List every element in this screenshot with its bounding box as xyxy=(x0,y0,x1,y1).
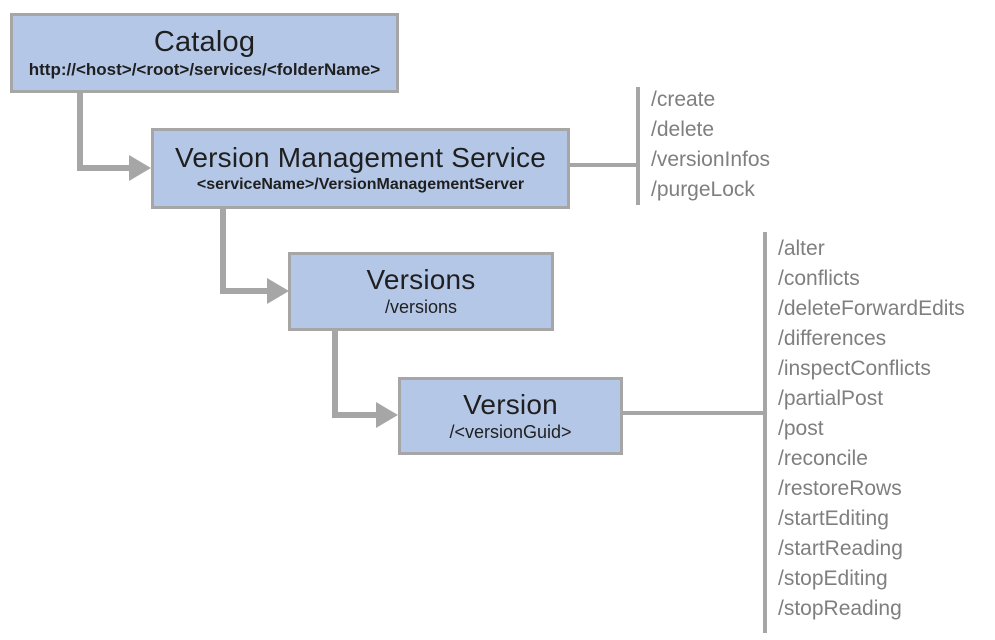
node-version-title: Version xyxy=(463,388,558,420)
operation-label: /delete xyxy=(651,118,715,141)
connector-vms-to-versions-vertical xyxy=(220,207,226,294)
node-catalog-title: Catalog xyxy=(153,25,256,58)
node-vms-title: Version Management Service xyxy=(175,142,546,174)
version-operations-list: /alter/conflicts/deleteForwardEdits/diff… xyxy=(778,234,965,624)
operation-label: /create xyxy=(651,88,716,111)
vms-operations-connector xyxy=(568,163,639,167)
version-operations-connector xyxy=(621,411,766,415)
vms-operations-list: /create/delete/versionInfos/purgeLock xyxy=(651,85,770,205)
node-catalog-subtitle: http://<host>/<root>/services/<folderNam… xyxy=(28,60,381,80)
connector-vms-to-versions-horizontal xyxy=(220,288,269,294)
node-catalog: Catalog http://<host>/<root>/services/<f… xyxy=(10,13,399,93)
node-version: Version /<versionGuid> xyxy=(398,377,623,455)
vms-operations-bracket xyxy=(636,87,640,205)
operation-label: /inspectConflicts xyxy=(778,357,931,380)
operation-label: /deleteForwardEdits xyxy=(778,297,965,320)
operation-label: /stopReading xyxy=(778,597,902,620)
operation-label: /startReading xyxy=(778,537,903,560)
operation-label: /conflicts xyxy=(778,267,860,290)
operation-label: /stopEditing xyxy=(778,567,888,590)
node-version-subtitle: /<versionGuid> xyxy=(449,421,572,442)
node-versions-title: Versions xyxy=(366,264,476,296)
connector-catalog-to-vms-horizontal xyxy=(77,165,131,171)
operation-label: /versionInfos xyxy=(651,148,771,171)
node-vms-subtitle: <serviceName>/VersionManagementServer xyxy=(196,175,525,193)
arrowhead-icon xyxy=(376,402,398,428)
operation-label: /restoreRows xyxy=(778,477,902,500)
connector-versions-to-version-vertical xyxy=(332,329,338,418)
arrowhead-icon xyxy=(267,278,289,304)
operation-label: /alter xyxy=(778,237,825,260)
operation-label: /purgeLock xyxy=(651,178,755,201)
operation-label: /partialPost xyxy=(778,387,884,410)
node-versions: Versions /versions xyxy=(288,252,554,331)
operation-label: /differences xyxy=(778,327,887,350)
connector-versions-to-version-horizontal xyxy=(332,412,378,418)
node-versions-subtitle: /versions xyxy=(384,297,458,318)
operation-label: /startEditing xyxy=(778,507,889,530)
version-operations-bracket xyxy=(763,232,767,633)
operation-label: /reconcile xyxy=(778,447,868,470)
operation-label: /post xyxy=(778,417,824,440)
arrowhead-icon xyxy=(129,155,151,181)
connector-catalog-to-vms-vertical xyxy=(77,91,83,171)
node-version-management-service: Version Management Service <serviceName>… xyxy=(151,128,570,209)
